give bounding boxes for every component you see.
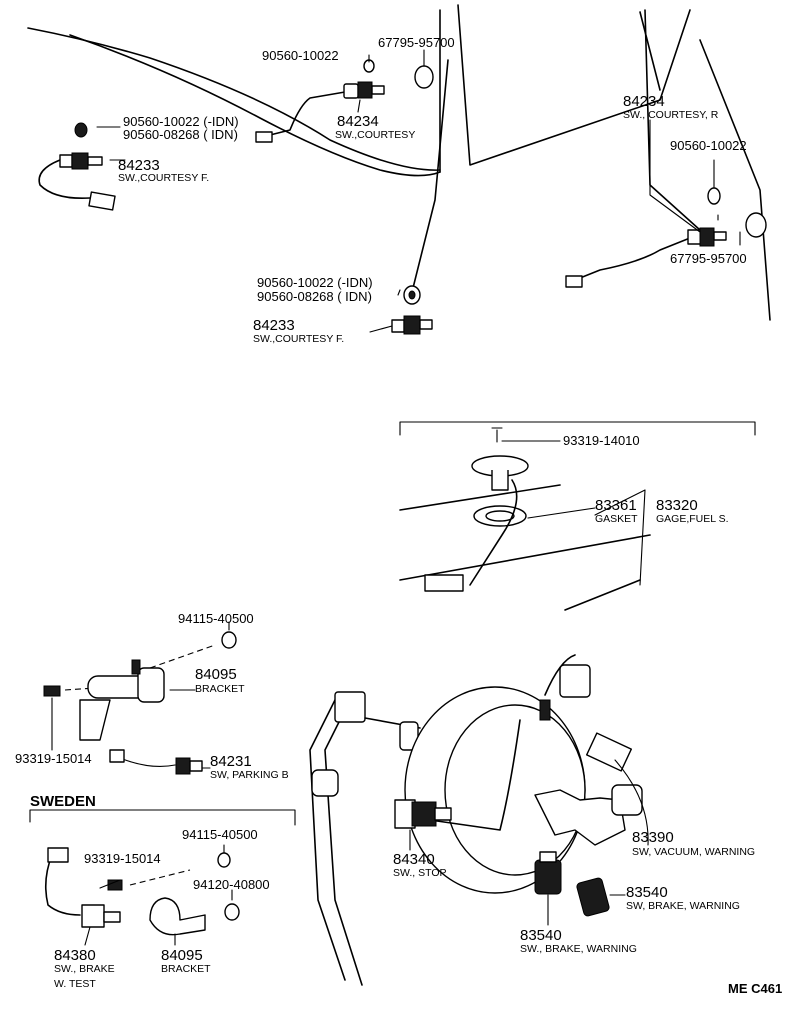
desc-84340: SW., STOP	[393, 867, 446, 879]
label-84231: 84231	[210, 753, 252, 770]
desc-84234-left: SW.,COURTESY	[335, 129, 415, 141]
brake-booster	[309, 654, 649, 986]
desc-84231: SW, PARKING B	[210, 769, 289, 781]
desc-83320: GAGE,FUEL S.	[656, 513, 729, 525]
label-90560-10022-idn-a: 90560-10022 (-IDN)	[123, 114, 239, 129]
label-90560-08268-idn-b: 90560-08268 ( IDN)	[257, 289, 372, 304]
fuel-gauge-group	[399, 421, 756, 611]
desc-83390: SW, VACUUM, WARNING	[632, 846, 755, 858]
desc-84234-right: SW., COURTESY, R	[623, 109, 719, 121]
courtesy-switch-84233-mid	[369, 285, 433, 335]
leader-lines	[51, 49, 741, 946]
label-83320: 83320	[656, 497, 698, 514]
label-84340: 84340	[393, 851, 435, 868]
label-90560-10022-idn-b: 90560-10022 (-IDN)	[257, 275, 373, 290]
label-84233-b: 84233	[253, 317, 295, 334]
label-67795-95700-top: 67795-95700	[378, 35, 455, 50]
label-93319-15014-b: 93319-15014	[84, 851, 161, 866]
label-93319-14010: 93319-14010	[563, 433, 640, 448]
desc-84095-a: BRACKET	[195, 683, 245, 695]
label-84234-right: 84234	[623, 93, 665, 110]
courtesy-switch-84234-left	[255, 59, 434, 143]
label-83540-b: 83540	[520, 927, 562, 944]
label-67795-95700-right: 67795-95700	[670, 251, 747, 266]
desc-84095-b: BRACKET	[161, 963, 211, 975]
parking-bracket-assembly	[43, 631, 237, 775]
desc-84233-a: SW.,COURTESY F.	[118, 172, 209, 184]
label-90560-08268-idn-a: 90560-08268 ( IDN)	[123, 127, 238, 142]
label-84233-a: 84233	[118, 157, 160, 174]
labels: 90560-10022 67795-95700 84234 SW.,COURTE…	[15, 35, 782, 996]
label-84095-a: 84095	[195, 666, 237, 683]
label-94115-40500-a: 94115-40500	[178, 611, 254, 626]
figure-code: ME C461	[728, 981, 782, 996]
desc-83540-a: SW, BRAKE, WARNING	[626, 900, 740, 912]
desc-84233-b: SW.,COURTESY F.	[253, 333, 344, 345]
sweden-section	[29, 809, 296, 936]
label-94120-40800: 94120-40800	[193, 877, 270, 892]
label-84380: 84380	[54, 947, 96, 964]
label-90560-10022-right: 90560-10022	[670, 138, 747, 153]
label-93319-15014-a: 93319-15014	[15, 751, 92, 766]
courtesy-switch-84233-left	[38, 122, 116, 211]
courtesy-switch-84234-right	[565, 187, 767, 288]
label-90560-10022-top: 90560-10022	[262, 48, 339, 63]
label-84234-left: 84234	[337, 113, 379, 130]
body-outline	[27, 4, 771, 321]
desc-84380-1: SW., BRAKE	[54, 963, 115, 975]
desc-83361: GASKET	[595, 513, 638, 525]
label-84095-b: 84095	[161, 947, 203, 964]
desc-83540-b: SW., BRAKE, WARNING	[520, 943, 637, 955]
label-83361: 83361	[595, 497, 637, 514]
section-sweden-title: SWEDEN	[30, 793, 96, 810]
label-83390: 83390	[632, 829, 674, 846]
desc-84380-2: W. TEST	[54, 978, 96, 990]
label-94115-40500-b: 94115-40500	[182, 827, 258, 842]
label-83540-a: 83540	[626, 884, 668, 901]
